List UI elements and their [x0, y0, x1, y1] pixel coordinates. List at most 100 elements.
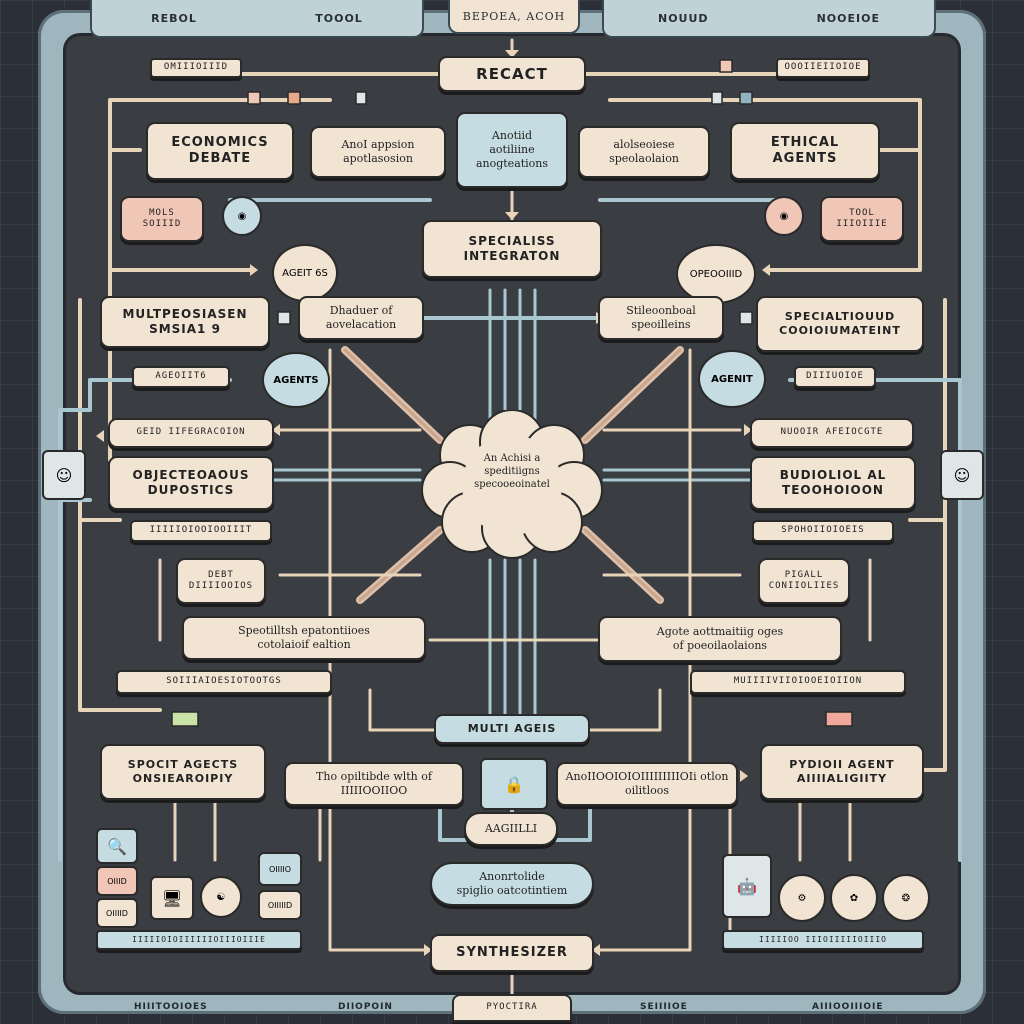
anol-node[interactable]: AnoIIOOIOIOIIIIIIIIIOIi otlon oilitloos	[556, 762, 738, 806]
synthesizer-node[interactable]: SYNTHESIZER	[430, 934, 594, 972]
agent-right-node[interactable]: OPEOOIIID	[676, 244, 756, 304]
chip-white-icon: OIIIIID	[258, 890, 302, 920]
mid-left-bar: IIIIIOIOOIOOIIIT	[130, 520, 272, 542]
annotation-node[interactable]: Anotiid aotiliine anogteations	[456, 112, 568, 188]
chip-cream-label: OIIIID	[106, 908, 128, 918]
multiphase-node[interactable]: MULTPEOSIASEN SMSIA1 9	[100, 296, 270, 348]
row6-right-bar: MUIIIIVIIOIOOEIOIION	[690, 670, 906, 694]
agents-pill-left-label: AGENTS	[273, 374, 319, 386]
search-icon[interactable]: 🔍	[96, 828, 138, 864]
specialization-label: alolseoiese speolaolaion	[609, 138, 679, 165]
header-tab-left[interactable]: REBOL TOOOL	[90, 0, 424, 38]
ethical-agents-label: ETHICAL AGENTS	[770, 134, 840, 166]
mid-left-bar-text: IIIIIOIOOIOOIIIT	[149, 525, 253, 536]
footer-mid-right: SEIIIIOE	[640, 1002, 688, 1012]
nuclear-label: NUOOIR AFEIOCGTE	[780, 427, 884, 438]
react-node[interactable]: RECACT	[438, 56, 586, 92]
degradation-node[interactable]: Dhaduer of aovelacation	[298, 296, 424, 340]
multiagents-label: MULTI AGEIS	[467, 722, 557, 736]
row6-left-bar: SOIIIAIOESIOTOOTGS	[116, 670, 332, 694]
central-cloud-node[interactable]	[420, 410, 604, 560]
gear-icon-1: ⚙	[778, 874, 826, 922]
footer-mid-left: DIIOPOIN	[338, 1002, 393, 1012]
agents-pill-left[interactable]: AGENTS	[262, 352, 330, 408]
footer-center-node[interactable]: PYOCTIRA	[452, 994, 572, 1022]
objectives-node[interactable]: OBJECTEOAOUS DUPOSTICS	[108, 456, 274, 510]
bottom-right-rail: IIIIIOO IIIOIIIIIOIIIO	[722, 930, 924, 950]
wire-row5	[278, 428, 742, 642]
multiagents-node[interactable]: MULTI AGEIS	[434, 714, 590, 744]
debt-node[interactable]: DEBT DIIIIOOIOS	[176, 558, 266, 604]
specialized-coordination-node[interactable]: SPECIALTIOUUD COOIOIUMATEINT	[756, 296, 924, 352]
react-node-label: RECACT	[476, 64, 548, 83]
monitor-icon: 🖥	[150, 876, 194, 920]
agent-pill-right[interactable]: AGENIT	[698, 350, 766, 408]
chip-cream-icon: OIIIID	[96, 898, 138, 928]
specialists-node[interactable]: Stileoonboal speoilleins	[598, 296, 724, 340]
application-label: AnoI appsion apotlasosion	[341, 138, 415, 165]
ethical-agents-node[interactable]: ETHICAL AGENTS	[730, 122, 880, 180]
sensor-right-icon: ◉	[764, 196, 804, 236]
wire-lower-right	[588, 348, 872, 952]
objectives-label: OBJECTEOAOUS DUPOSTICS	[132, 468, 250, 497]
header-tab-center-label: BEPOEA, ACOH	[462, 9, 566, 23]
lock-icon: 🔒	[480, 758, 548, 810]
tool-label: TOOL IIIOIIIE	[836, 207, 888, 229]
wire-blue-left	[58, 198, 432, 862]
agents-label-left: AGEOIIT6	[132, 366, 230, 388]
sensor-left-icon: ◉	[222, 196, 262, 236]
tool-node[interactable]: TOOL IIIOIIIE	[820, 196, 904, 242]
optitude-label: Tho opiltibde wlth of IIIIIOOIIOO	[316, 770, 432, 797]
wire-right-column	[898, 298, 947, 772]
agent-automating-node[interactable]: Agote aottmaitiig oges of poeoilaolaions	[598, 616, 842, 662]
debt-label: DEBT DIIIIOOIOS	[188, 569, 254, 591]
header-tab-right-label-2: NOOEIOE	[816, 11, 880, 25]
mols-label: MOLS SOIIID	[142, 207, 182, 229]
top-right-label: OOOIIEIIOIOE	[776, 58, 870, 78]
economics-debate-node[interactable]: ECONOMICS DEBATE	[146, 122, 294, 180]
agent-left-node[interactable]: AGEIT 6S	[272, 244, 338, 302]
optitude-node[interactable]: Tho opiltibde wlth of IIIIIOOIIOO	[284, 762, 464, 806]
chip-blue-label: OIIIIO	[268, 864, 292, 874]
python-agent-node[interactable]: PYDIOII AGENT AIIIIALIGIITY	[760, 744, 924, 800]
specific-agents-node[interactable]: SPOCIT AGECTS ONSIEAROIPIY	[100, 744, 266, 800]
header-tab-right-label-1: NOUUD	[658, 11, 709, 25]
technology-node[interactable]: BUDIOLIOL AL TEOOHOIOON	[750, 456, 916, 510]
top-right-label-text: OOOIIEIIOIOE	[784, 62, 862, 73]
integration-node-left[interactable]: GEID IIFEGRACOION	[108, 418, 274, 448]
footer-left: HIIITOOIOES	[134, 1002, 208, 1012]
wire-diagonals-inner	[343, 348, 682, 602]
pigall-node[interactable]: PIGALL CONIIOLIIES	[758, 558, 850, 604]
brain-left-icon: ☯	[200, 876, 242, 918]
agent-automating-label: Agote aottmaitiig oges of poeoilaolaions	[656, 625, 784, 652]
economics-debate-label: ECONOMICS DEBATE	[171, 134, 269, 166]
agent-label-right-text: DIIIUOIOE	[806, 371, 864, 382]
anol-label: AnoIIOOIOIOIIIIIIIIIOIi otlon oilitloos	[565, 770, 729, 797]
footer-center-label: PYOCTIRA	[486, 1002, 538, 1013]
wire-lower-left	[158, 348, 442, 952]
pigall-label: PIGALL CONIIOLIIES	[768, 569, 840, 591]
nuclear-node[interactable]: NUOOIR AFEIOCGTE	[750, 418, 914, 448]
gear-icon-2: ✿	[830, 874, 878, 922]
wire-bottom-drops	[173, 788, 852, 932]
agile-node[interactable]: AAGIILLI	[464, 812, 558, 846]
chip-white-label: OIIIIID	[267, 900, 293, 910]
application-node[interactable]: AnoI appsion apotlasosion	[310, 126, 446, 178]
anomaly-node[interactable]: Anonrtolide spiglio oatcotintiem	[430, 862, 594, 906]
header-tab-right[interactable]: NOUUD NOOEIOE	[602, 0, 936, 38]
specialization-node[interactable]: alolseoiese speolaolaion	[578, 126, 710, 178]
synthesizer-label: SYNTHESIZER	[456, 944, 568, 960]
multiphase-label: MULTPEOSIASEN SMSIA1 9	[122, 307, 248, 336]
header-tab-center[interactable]: BEPOEA, ACOH	[448, 0, 580, 34]
bottom-right-rail-text: IIIIIOO IIIOIIIIIOIIIO	[759, 935, 887, 944]
brain-right-icon: ❂	[882, 874, 930, 922]
specialist-capabilities-node[interactable]: Speotilltsh epatontiioes cotolaioif ealt…	[182, 616, 426, 660]
specialized-coordination-label: SPECIALTIOUUD COOIOIUMATEINT	[779, 310, 901, 337]
integration-label-left: GEID IIFEGRACOION	[136, 427, 246, 438]
mols-node[interactable]: MOLS SOIIID	[120, 196, 204, 242]
row6-right-bar-text: MUIIIIVIIOIOOEIOIION	[733, 676, 863, 687]
specialist-integration-node[interactable]: SPECIALISS INTEGRATON	[422, 220, 602, 278]
bottom-left-rail: IIIIIOIOIIIIIIOIIIOIIIE	[96, 930, 302, 950]
agile-label: AAGIILLI	[484, 822, 538, 836]
python-agent-label: PYDIOII AGENT AIIIIALIGIITY	[789, 758, 895, 785]
